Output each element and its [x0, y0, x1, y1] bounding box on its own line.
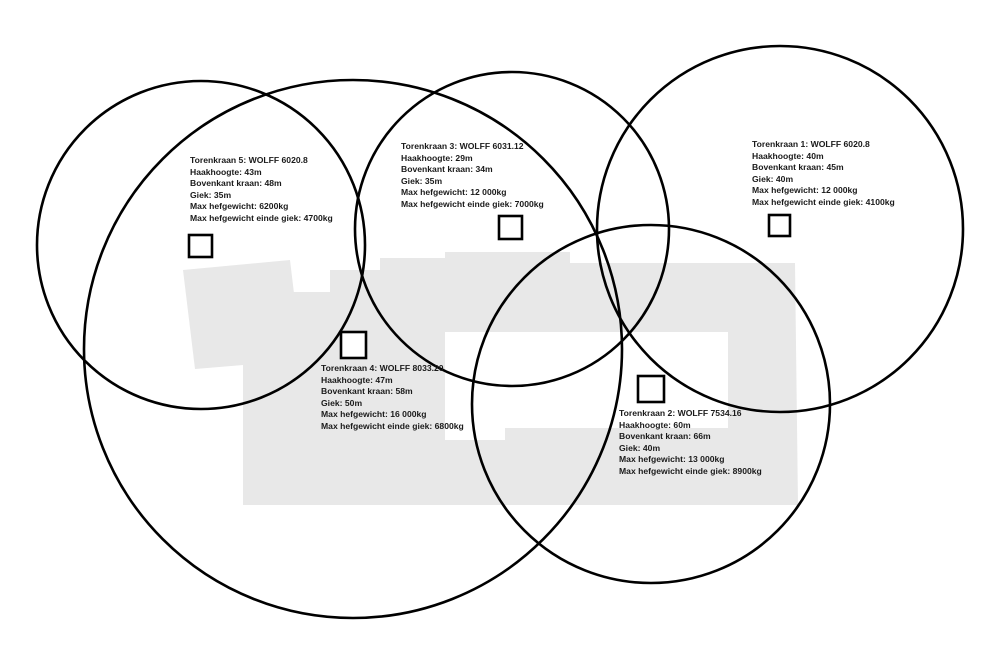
crane-3-title: Torenkraan 3: WOLFF 6031.12 [401, 141, 524, 151]
crane-1-hook-height: Haakhoogte: 40m [752, 150, 824, 161]
crane-1-reach-circle [595, 44, 965, 414]
crane-positions [187, 213, 792, 404]
crane-3-max-load-tip: Max hefgewicht einde giek: 7000kg [401, 198, 544, 209]
crane-1-top-height: Bovenkant kraan: 45m [752, 162, 844, 173]
crane-3-max-load: Max hefgewicht: 12 000kg [401, 187, 507, 198]
crane-4-max-load: Max hefgewicht: 16 000kg [321, 409, 427, 420]
crane-2-max-load-tip: Max hefgewicht einde giek: 8900kg [619, 465, 762, 476]
crane-2-hook-height: Haakhoogte: 60m [619, 419, 691, 430]
crane-2-base-marker [636, 374, 666, 404]
crane-3-jib: Giek: 35m [401, 175, 443, 186]
crane-reach-circles [35, 44, 965, 620]
crane-5-max-load-tip: Max hefgewicht einde giek: 4700kg [190, 212, 333, 223]
crane-5-jib: Giek: 35m [190, 189, 232, 200]
crane-4-base-marker [339, 330, 368, 360]
crane-4-title: Torenkraan 4: WOLFF 8033.20 [321, 363, 444, 373]
crane-1-base-marker [767, 213, 792, 238]
crane-1-info: Torenkraan 1: WOLFF 6020.8 Haakhoogte: 4… [752, 139, 895, 209]
crane-5-base-marker [187, 233, 214, 259]
crane-4-reach-circle [82, 78, 624, 620]
crane-5-reach-circle [35, 79, 367, 411]
crane-5-info: Torenkraan 5: WOLFF 6020.8 Haakhoogte: 4… [190, 155, 333, 225]
crane-4-top-height: Bovenkant kraan: 58m [321, 386, 413, 397]
crane-5-max-load: Max hefgewicht: 6200kg [190, 201, 289, 212]
crane-4-hook-height: Haakhoogte: 47m [321, 374, 393, 385]
crane-1-jib: Giek: 40m [752, 173, 794, 184]
crane-2-max-load: Max hefgewicht: 13 000kg [619, 454, 725, 465]
crane-1-max-load: Max hefgewicht: 12 000kg [752, 185, 858, 196]
building-notch [346, 440, 384, 452]
crane-3-reach-circle [353, 70, 671, 388]
crane-2-jib: Giek: 40m [619, 442, 661, 453]
crane-2-info: Torenkraan 2: WOLFF 7534.16 Haakhoogte: … [619, 408, 762, 478]
crane-2-title: Torenkraan 2: WOLFF 7534.16 [619, 408, 742, 418]
crane-1-max-load-tip: Max hefgewicht einde giek: 4100kg [752, 196, 895, 207]
crane-3-hook-height: Haakhoogte: 29m [401, 152, 473, 163]
crane-1-title: Torenkraan 1: WOLFF 6020.8 [752, 139, 870, 149]
crane-5-title: Torenkraan 5: WOLFF 6020.8 [190, 155, 308, 165]
crane-4-max-load-tip: Max hefgewicht einde giek: 6800kg [321, 420, 464, 431]
crane-2-top-height: Bovenkant kraan: 66m [619, 431, 711, 442]
crane-4-info: Torenkraan 4: WOLFF 8033.20 Haakhoogte: … [321, 363, 464, 433]
crane-5-top-height: Bovenkant kraan: 48m [190, 178, 282, 189]
crane-2-reach-circle [470, 223, 832, 585]
crane-4-jib: Giek: 50m [321, 397, 363, 408]
crane-3-info: Torenkraan 3: WOLFF 6031.12 Haakhoogte: … [401, 141, 544, 211]
crane-3-base-marker [497, 214, 524, 241]
crane-5-hook-height: Haakhoogte: 43m [190, 166, 262, 177]
crane-3-top-height: Bovenkant kraan: 34m [401, 164, 493, 175]
